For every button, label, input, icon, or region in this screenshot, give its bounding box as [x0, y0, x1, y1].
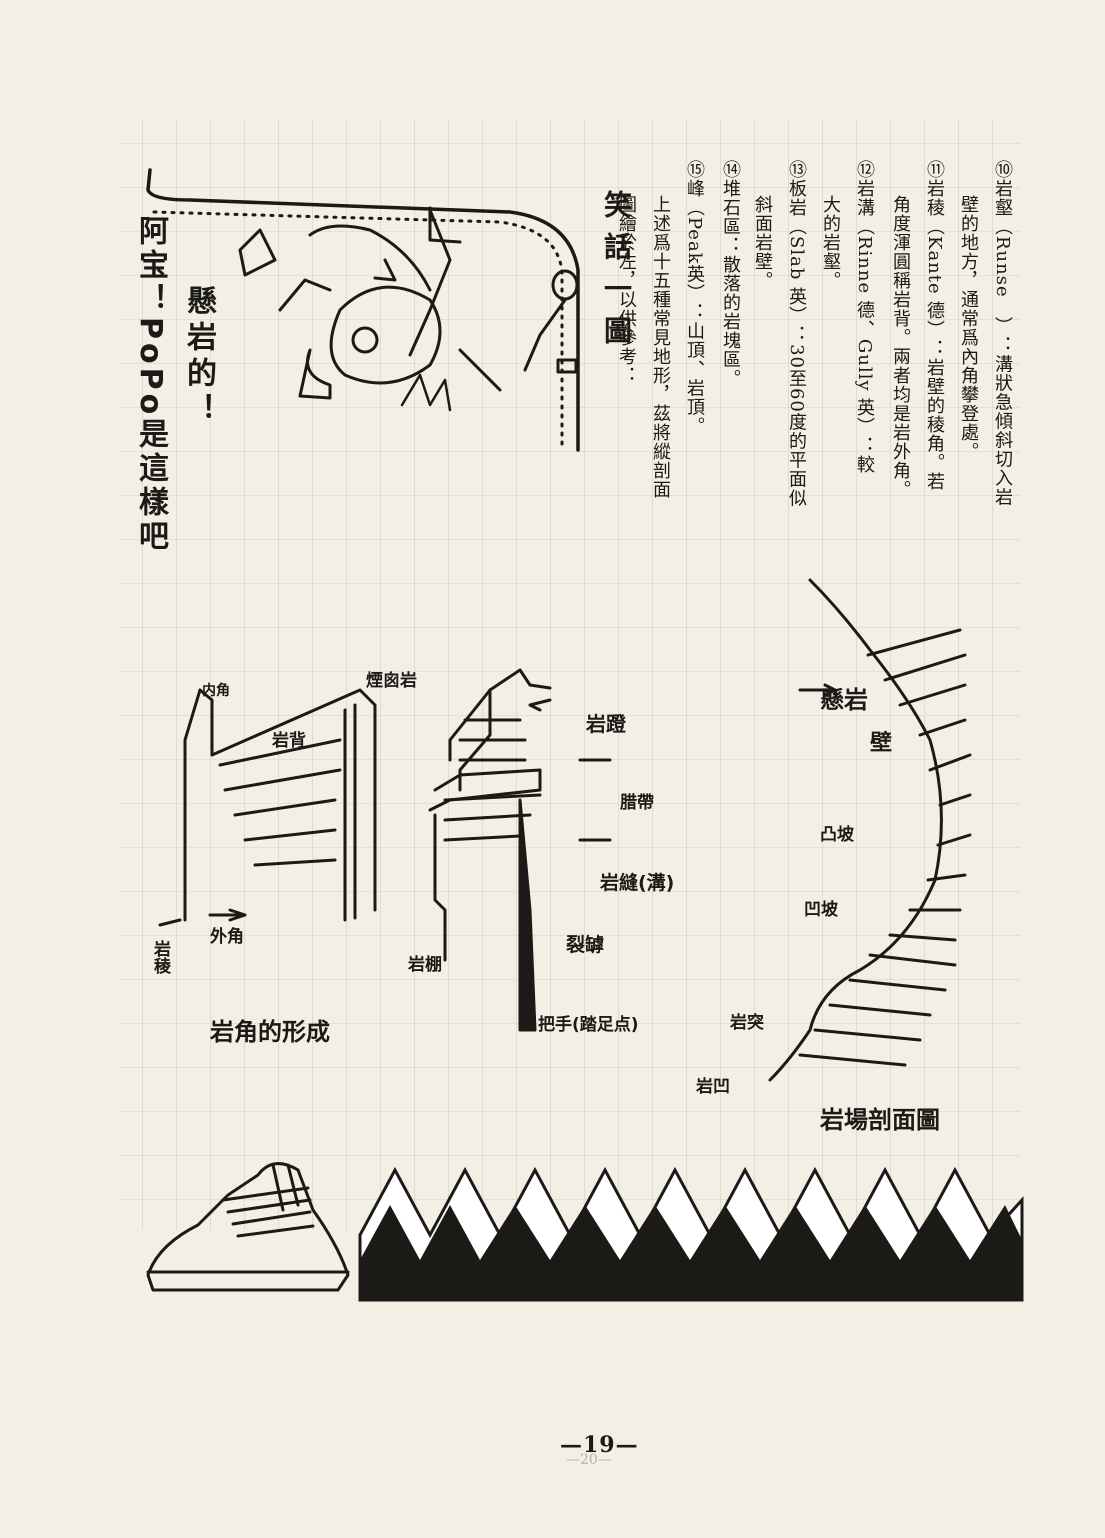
label-ledge: 岩蹬 [586, 712, 626, 736]
label-recess: 岩凹 [696, 1077, 730, 1097]
label-overhang: 懸岩 [820, 686, 868, 714]
glossary-column-10: ⑮峰（Peak英）：山頂、岩頂。 [684, 160, 705, 436]
label-crack: 裂罅 [566, 934, 605, 956]
label-convex: 凸坡 [820, 825, 854, 845]
glossary-column-9: ⑭堆石區：散落的岩塊區。 [720, 160, 741, 388]
ledge-diagram-drawing [428, 668, 612, 1032]
label-rock-back: 岩背 [272, 731, 306, 751]
glossary-column-7: ⑬板岩（Slab 英）：30至60度的平面似 [786, 160, 807, 508]
cartoon-caption: 懸岩的！ [181, 285, 216, 429]
glossary-column-8: 斜面岩壁。 [752, 195, 773, 290]
cartoon-exclaim: 阿宝！PoPo是這樣吧 [133, 215, 168, 555]
section-diagram-drawing [768, 578, 972, 1082]
cartoon-drawing [146, 168, 580, 452]
boot-drawing [146, 1162, 350, 1292]
glossary-column-3: ⑪岩稜（Kante 德）：岩壁的稜角。若 [924, 160, 945, 492]
label-band: 腊帶 [620, 793, 654, 813]
bleed-page-number: —20— [566, 1452, 612, 1468]
glossary-column-4: 角度渾圓稱岩背。兩者均是岩外角。 [890, 195, 911, 499]
label-seam: 岩縫(溝) [600, 872, 675, 894]
glossary-column-11: 上述爲十五種常見地形，茲將縱剖面 [650, 195, 671, 499]
corner-diagram-title: 岩角的形成 [210, 1018, 330, 1046]
label-protrusion: 岩突 [730, 1013, 764, 1033]
glossary-column-1: ⑩岩壑（Runse ）：溝狀急傾斜切入岩 [992, 160, 1013, 507]
corner-diagram-drawing [158, 688, 377, 927]
label-wall: 壁 [870, 731, 893, 756]
glossary-column-2: 壁的地方，通常爲內角攀登處。 [958, 195, 979, 461]
label-hold: 把手(踏足点) [538, 1015, 639, 1035]
cartoon-title: 笑話一圖 [600, 190, 633, 358]
glossary-column-5: ⑫岩溝（Rinne 德、Gully 英）：較 [854, 160, 875, 475]
mountain-range-drawing [358, 1166, 1024, 1302]
label-arete: 岩稜 [150, 940, 170, 974]
label-outer-corner: 外角 [210, 927, 244, 947]
label-inner-corner: 内角 [202, 683, 230, 699]
glossary-column-12: 圖繪於左，以供參考： [616, 195, 637, 385]
label-concave: 凹坡 [804, 900, 838, 920]
glossary-column-6: 大的岩壑。 [820, 195, 841, 290]
label-chimney: 煙囪岩 [366, 671, 417, 691]
section-diagram-title: 岩場剖面圖 [820, 1106, 940, 1134]
label-terrace: 岩棚 [408, 955, 442, 975]
page-number: —19— [560, 1432, 639, 1458]
